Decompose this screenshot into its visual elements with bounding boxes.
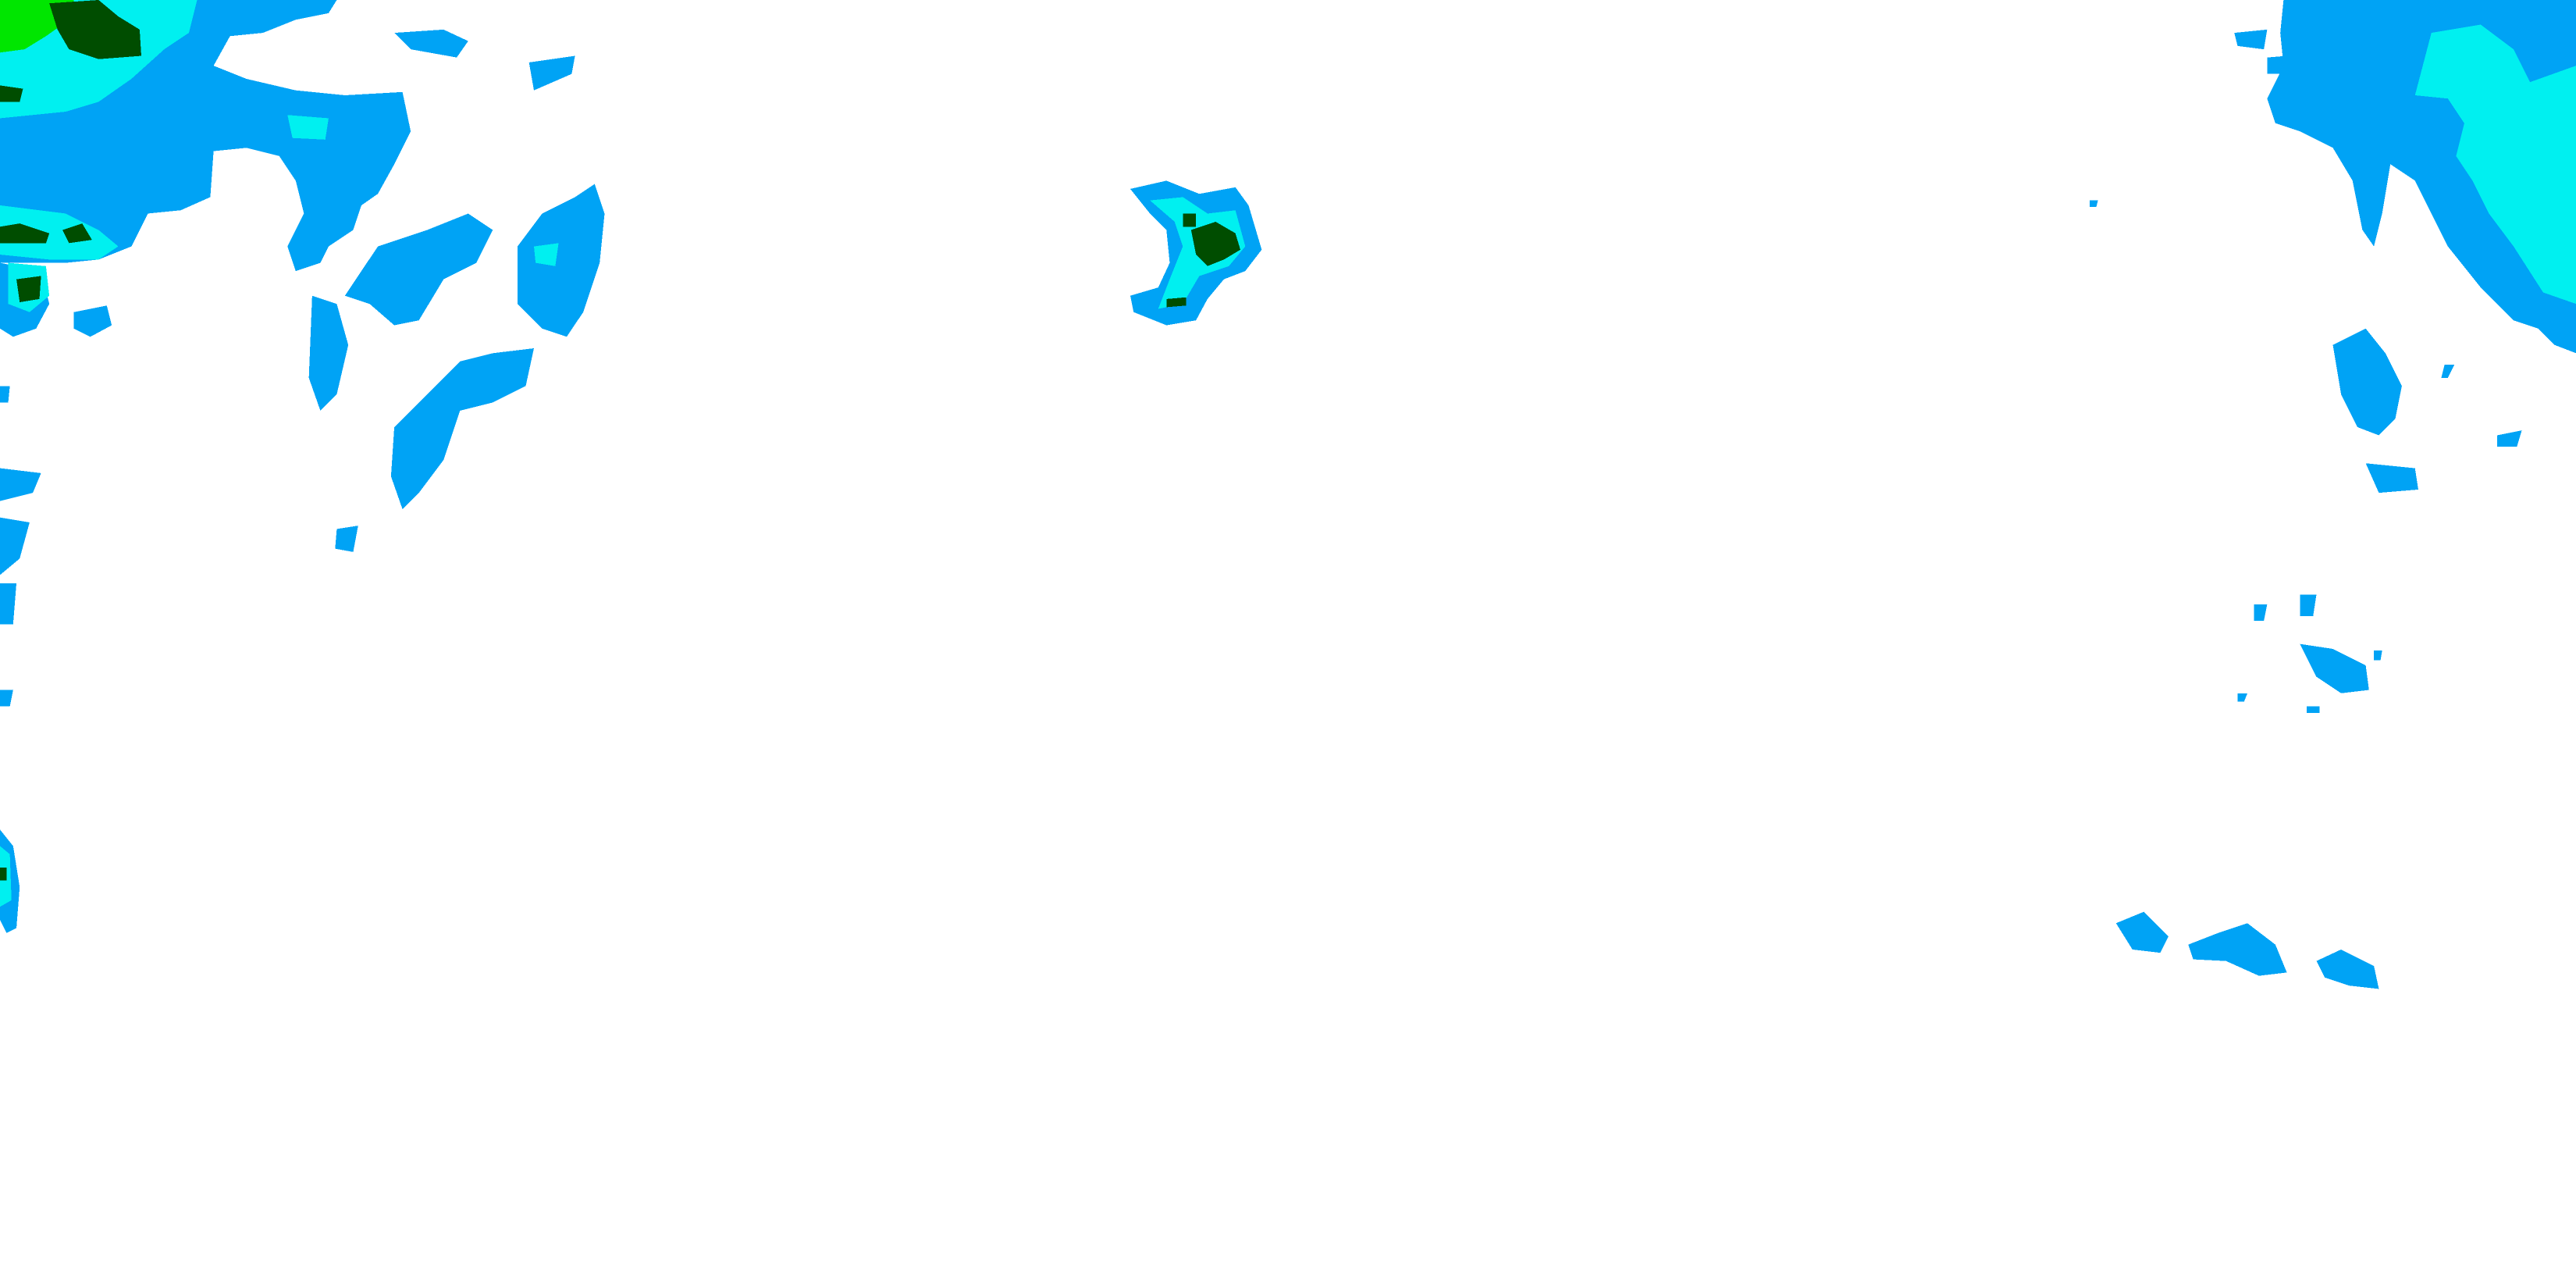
precip-light: [2365, 463, 2418, 494]
precip-light: [0, 386, 41, 707]
precip-light: [335, 526, 358, 552]
precip-light: [308, 295, 349, 411]
precip-moderate: [287, 115, 329, 140]
storm-cell-southeast[interactable]: [2115, 911, 2379, 989]
precip-light: [2234, 29, 2287, 74]
precip-light: [2115, 911, 2169, 953]
precip-light: [390, 347, 534, 510]
precip-intense: [62, 223, 92, 244]
precip-intense: [16, 276, 41, 303]
precip-intense: [1190, 222, 1240, 266]
storm-cell-east-scattered[interactable]: [2090, 200, 2522, 714]
storm-cell-west-scattered[interactable]: [0, 29, 605, 707]
precip-light: [344, 213, 493, 326]
storm-cell-west-edge[interactable]: [0, 829, 20, 933]
precip-light: [2188, 923, 2287, 976]
storm-cell-northwest[interactable]: [0, 0, 411, 337]
precip-intense: [0, 85, 23, 102]
precip-light: [528, 55, 575, 91]
storm-cell-northeast[interactable]: [2234, 0, 2576, 354]
precip-light: [394, 29, 468, 58]
precip-moderate: [533, 243, 559, 266]
precip-moderate: [0, 205, 119, 260]
precip-light: [2090, 200, 2522, 714]
precip-intense: [1166, 213, 1197, 308]
precip-light: [2300, 643, 2369, 693]
precip-light: [517, 184, 605, 337]
precip-moderate: [2414, 24, 2576, 305]
precip-light: [2316, 949, 2379, 989]
precip-intense: [0, 223, 50, 244]
storm-cell-center[interactable]: [1130, 180, 1262, 326]
precip-intense: [49, 0, 141, 59]
precip-light: [73, 305, 112, 337]
precip-intense: [0, 867, 7, 881]
precip-light: [2332, 328, 2402, 436]
